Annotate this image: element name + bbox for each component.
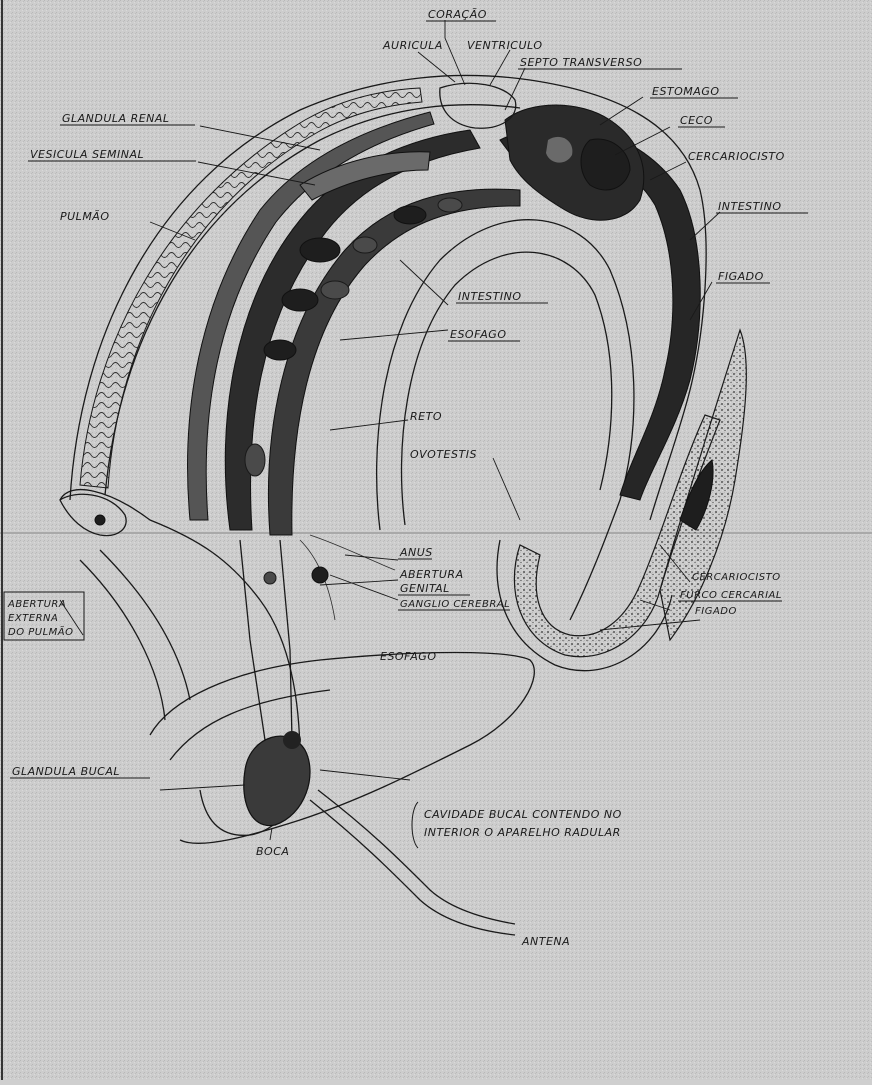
organ-lobe: [264, 340, 296, 360]
label-cercariocisto-top: CERCARIOCISTO: [688, 150, 785, 163]
organ-lobe: [321, 281, 349, 299]
organ-lobe: [245, 444, 265, 476]
label-ganglio-cerebral: GANGLIO CEREBRAL: [400, 599, 510, 610]
label-cavidade-1: CAVIDADE BUCAL CONTENDO NO: [424, 808, 622, 821]
organ-lobe: [438, 198, 462, 212]
organ-lobe: [394, 206, 426, 224]
organ-lobe: [300, 238, 340, 262]
label-figado-bottom: FIGADO: [695, 606, 737, 617]
label-ceco: CECO: [680, 114, 713, 127]
label-coracao: CORAÇÃO: [428, 8, 487, 21]
label-abertura-genital-2: GENITAL: [400, 582, 450, 595]
buccal-spot: [283, 731, 301, 749]
label-abertura-genital-1: ABERTURA: [399, 568, 464, 581]
label-antena: ANTENA: [521, 935, 570, 948]
label-cercariocisto-bottom: CERCARIOCISTO: [692, 572, 781, 583]
cerebral-ganglion: [312, 567, 328, 583]
label-reto: RETO: [410, 410, 442, 423]
pneumostome: [95, 515, 105, 525]
ganglion-2: [264, 572, 276, 584]
label-boca: BOCA: [256, 845, 289, 858]
label-pulmao: PULMÃO: [60, 210, 110, 223]
label-anus: ANUS: [399, 546, 433, 559]
label-estomago: ESTOMAGO: [652, 85, 720, 98]
label-abertura-pulmao-1: ABERTURA: [7, 599, 66, 610]
label-esofago-center: ESOFAGO: [450, 328, 506, 341]
label-intestino-right: INTESTINO: [718, 200, 781, 213]
label-cavidade-2: INTERIOR O APARELHO RADULAR: [424, 826, 621, 839]
label-ventriculo: VENTRICULO: [467, 39, 543, 52]
label-septo-transverso: SEPTO TRANSVERSO: [520, 56, 642, 69]
label-glandula-renal: GLANDULA RENAL: [62, 112, 170, 125]
organ-lobe: [282, 289, 318, 311]
label-furco-cercarial: FURCO CERCARIAL: [680, 590, 782, 601]
label-ovotestis: OVOTESTIS: [410, 448, 477, 461]
label-vesicula-seminal: VESICULA SEMINAL: [30, 148, 144, 161]
label-abertura-pulmao-2: EXTERNA: [8, 613, 58, 624]
label-glandula-bucal: GLANDULA BUCAL: [12, 765, 120, 778]
label-esofago-lower: ESOFAGO: [380, 650, 436, 663]
organ-lobe: [353, 237, 377, 253]
label-auricula: AURICULA: [382, 39, 443, 52]
label-figado: FIGADO: [718, 270, 764, 283]
label-abertura-pulmao-3: DO PULMÃO: [8, 625, 74, 638]
label-intestino-center: INTESTINO: [458, 290, 521, 303]
